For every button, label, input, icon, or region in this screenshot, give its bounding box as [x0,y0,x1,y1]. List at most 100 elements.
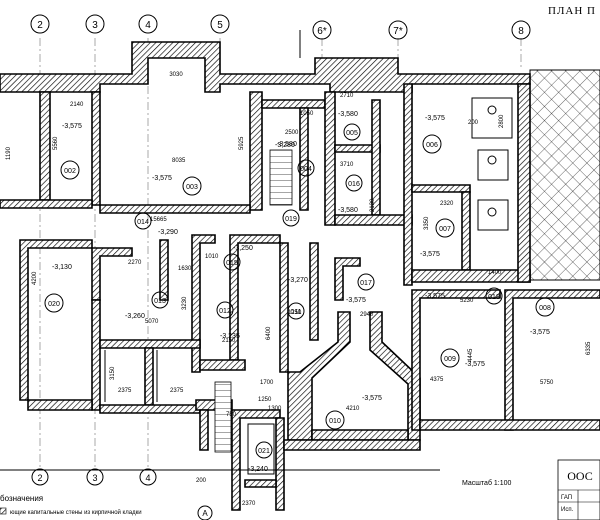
room-016: 016 -3,580 [338,174,363,214]
room-009-id: 009 [444,356,456,363]
dim: 2150 [222,338,236,344]
room-013: 013 -3,260 [125,291,169,320]
room-011-level: -3,270 [288,277,308,284]
room-016-level: -3,580 [338,207,358,214]
dim: 2270 [128,260,142,266]
room-020: 020 -3,130 [44,264,72,313]
scale-label: Масштаб 1:100 [462,479,512,487]
room-008: 008 -3,575 [530,297,555,336]
dim: 2375 [118,388,132,394]
dim: 1700 [260,380,274,386]
room-013-level: -3,260 [125,313,145,320]
dim: 1400 [488,270,502,276]
dim: 750 [226,412,237,418]
room-003-id: 003 [186,184,198,191]
room-012-id: 012 [219,308,231,315]
plan-title: ПЛАН П [548,5,596,17]
room-013-id: 013 [154,298,166,305]
room-010: 010 -3,575 [325,395,382,430]
dim: 2800 [499,114,505,128]
room-018-id: 018 [488,294,500,301]
dim: 1300 [268,406,282,412]
room-018-level: -3,575 [425,293,445,300]
room-012: 012 -3,235 [216,301,240,340]
dim: 6400 [266,326,272,340]
room-012-level: -3,235 [220,333,240,340]
dim: 1630 [178,266,192,272]
crosshatched-area [529,69,600,281]
dim: 3150 [110,366,116,380]
axis-label: A [202,509,208,518]
room-007-level: -3,575 [420,251,440,258]
room-006-id: 006 [426,142,438,149]
dim: 5925 [239,136,245,150]
room-004-id: 004 [300,166,312,173]
dim: 3030 [169,72,183,78]
axis-label: 6* [317,26,327,37]
stamp-isp: Исп. [561,507,574,513]
axis-markers-bottom: 2 3 4 A [31,468,213,520]
room-labels: 002 -3,575 003 -3,575 004 -3,580 005 -3,… [44,111,555,473]
company-stamp: ООС [567,469,592,483]
axis-label: 5 [217,20,223,31]
room-009: 009 -3,575 [440,348,485,368]
room-004-level: -3,580 [277,141,297,148]
dim: 1250 [288,310,302,316]
room-020-id: 020 [48,301,60,308]
room-014-level: -3,290 [158,229,178,236]
dim: 6335 [586,341,592,355]
axis-label: 7* [393,26,403,37]
room-021-id: 021 [258,448,270,455]
dim: 5750 [540,380,554,386]
dim: 1010 [205,254,219,260]
axis-markers-top: 2 3 4 5 6* 7* 8 [30,14,531,40]
room-002: 002 -3,575 [60,123,82,180]
room-002-id: 002 [64,168,76,175]
dim: 5560 [53,136,59,150]
partitions [0,30,513,475]
room-014: 014 -3,290 [134,212,178,236]
room-005: 005 -3,580 [338,111,361,141]
room-017-id: 017 [360,280,372,287]
room-016-id: 016 [348,181,360,188]
dim: 2375 [170,388,184,394]
room-019: 019 -3,280 [275,142,300,227]
walls [0,41,600,511]
axis-label: 4 [145,473,150,483]
dim: 4210 [346,406,360,412]
axis-label: 4 [145,20,151,31]
axis-label: 2 [37,20,43,31]
room-005-id: 005 [346,130,358,137]
dim: 2320 [440,201,454,207]
dim: 2130 [370,198,376,212]
dim: 200 [468,120,479,126]
room-014-id: 014 [137,219,149,226]
dim: 1250 [258,397,272,403]
room-006-level: -3,575 [425,115,445,122]
dim: 3350 [424,216,430,230]
dim: 4445 [468,348,474,362]
room-018: 018 -3,575 [425,287,503,305]
room-019-level: -3,280 [275,142,295,149]
dim: 15665 [150,217,167,223]
room-005-level: -3,580 [338,111,358,118]
legend: бозначения ющие капитальные стены из кир… [0,494,142,516]
dim: 4200 [32,271,38,285]
dimension-labels: 3030 2140 5560 8035 5925 2710 2500 1050 … [6,72,592,507]
room-010-level: -3,575 [362,395,382,402]
dim: 3710 [340,162,354,168]
room-002-level: -3,575 [62,123,82,130]
room-020-level: -3,130 [52,264,72,271]
room-019-id: 019 [285,216,297,223]
dim: 1190 [6,146,12,160]
legend-header: бозначения [0,494,43,503]
room-003-level: -3,575 [152,175,172,182]
room-009-level: -3,575 [465,361,485,368]
axis-label: 3 [92,473,97,483]
dim: 5070 [145,319,159,325]
room-007: 007 -3,575 [420,218,455,258]
dim: 2500 [285,130,299,136]
room-011: 011 -3,270 [287,277,308,320]
axis-label: 3 [92,20,98,31]
